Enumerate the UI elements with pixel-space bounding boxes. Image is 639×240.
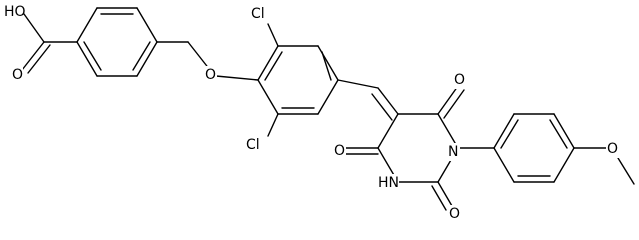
bond bbox=[136, 41, 158, 77]
bond bbox=[500, 119, 519, 149]
bond bbox=[21, 41, 45, 71]
atom-label-methoxy-o: O bbox=[607, 141, 618, 157]
bond bbox=[431, 185, 447, 211]
bond bbox=[443, 89, 465, 119]
bond bbox=[76, 7, 98, 43]
bond bbox=[136, 7, 158, 43]
bond bbox=[377, 113, 399, 149]
bond bbox=[23, 13, 45, 43]
bond bbox=[493, 113, 515, 149]
atom-label-hn: HN bbox=[378, 175, 399, 191]
bond bbox=[549, 119, 568, 149]
atom-labels: HO O O Cl Cl O O O N HN O bbox=[3, 3, 619, 223]
atom-label-o: O bbox=[334, 143, 345, 159]
bond bbox=[264, 51, 283, 81]
chemical-structure-diagram: HO O O Cl Cl O O O N HN O bbox=[3, 3, 635, 223]
bond bbox=[493, 147, 515, 183]
bond bbox=[257, 79, 279, 115]
bond bbox=[553, 147, 575, 183]
atom-label-n: N bbox=[448, 144, 458, 160]
atom-label-cl: Cl bbox=[246, 137, 260, 153]
bond bbox=[617, 157, 635, 185]
bond bbox=[27, 44, 51, 74]
bond bbox=[187, 41, 211, 71]
bond bbox=[215, 75, 259, 81]
atom-label-ether-o: O bbox=[205, 67, 216, 83]
atom-label-o: O bbox=[12, 67, 23, 83]
bond bbox=[76, 41, 98, 77]
bond bbox=[132, 41, 151, 71]
bond bbox=[317, 45, 339, 81]
bond bbox=[437, 181, 453, 207]
bond bbox=[83, 41, 102, 71]
bond bbox=[437, 113, 459, 149]
bond bbox=[437, 85, 459, 115]
bond bbox=[553, 113, 575, 149]
bond bbox=[267, 113, 279, 137]
bond bbox=[321, 51, 332, 81]
atom-label-o: O bbox=[449, 206, 460, 222]
bond bbox=[371, 93, 393, 121]
atom-label-ho: HO bbox=[4, 4, 26, 20]
bond bbox=[257, 45, 279, 81]
bond bbox=[317, 79, 339, 115]
atom-label-cl: Cl bbox=[251, 6, 265, 22]
atom-label-o: O bbox=[454, 72, 465, 88]
bond bbox=[337, 79, 379, 89]
bond bbox=[267, 23, 279, 47]
bonds bbox=[21, 7, 635, 211]
bond bbox=[377, 87, 399, 115]
